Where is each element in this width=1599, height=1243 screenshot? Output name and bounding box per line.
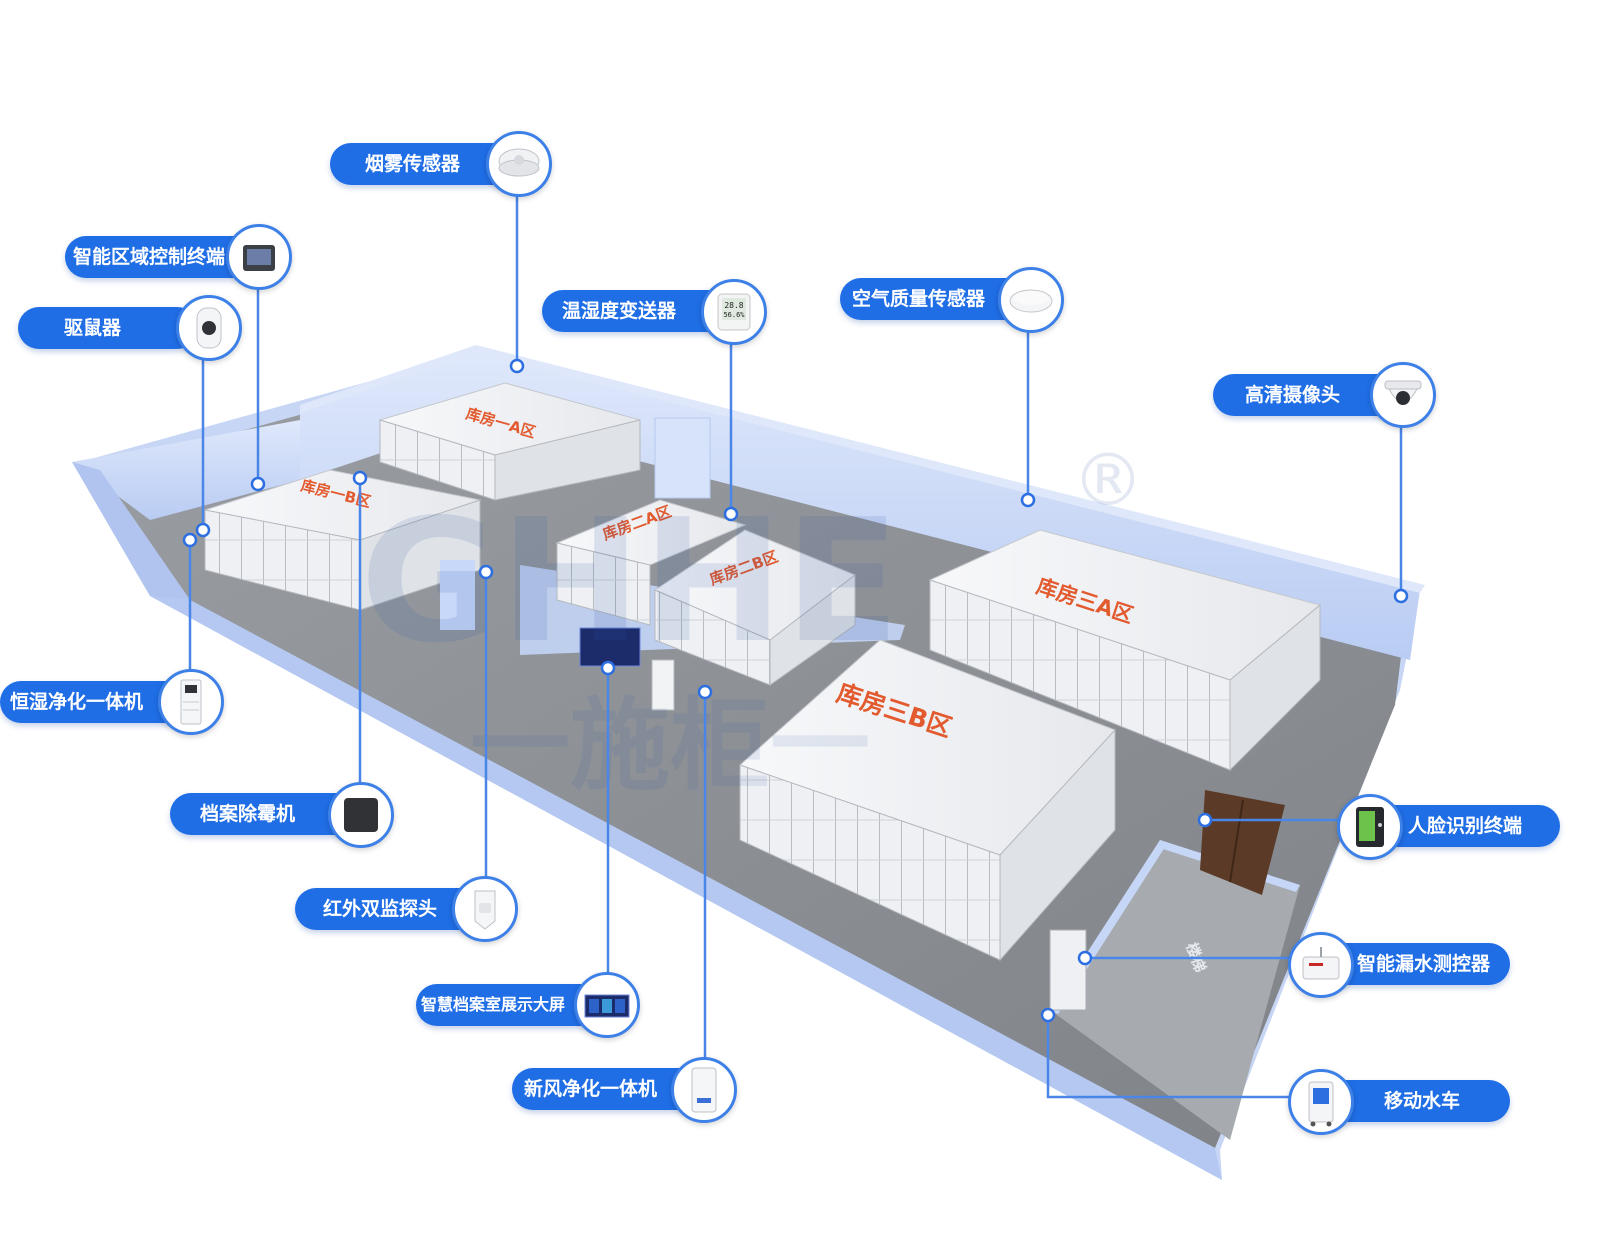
- callout-dots: [182, 358, 1409, 1023]
- fresh-air-purifier-icon: [671, 1057, 737, 1123]
- water-cart-icon: [1288, 1069, 1354, 1135]
- air-quality-sensor-icon: [998, 267, 1064, 333]
- back-wall-left: [72, 420, 300, 520]
- zone-control-terminal-callout[interactable]: 智能区域控制终端: [65, 236, 255, 278]
- hd-camera-label: 高清摄像头: [1245, 384, 1341, 406]
- brand-watermark-cn: 一施柜一: [470, 687, 870, 804]
- fresh-air-purifier-callout[interactable]: 新风净化一体机: [512, 1068, 702, 1110]
- wooden-door: [1200, 790, 1285, 895]
- fresh-air-purifier-label: 新风净化一体机: [524, 1078, 658, 1100]
- mold-remover-icon: [328, 782, 394, 848]
- mold-remover-label: 档案除霉机: [200, 803, 296, 825]
- zone-control-terminal-label: 智能区域控制终端: [73, 246, 226, 268]
- rodent-repeller-icon: [176, 295, 242, 361]
- brand-watermark: GHHE: [360, 483, 900, 681]
- shelf-zone-3a: [928, 529, 1322, 772]
- thermo-hygrometer-icon: 28.8 56.6%: [701, 279, 767, 345]
- front-wall: [150, 596, 1222, 1180]
- thermo-temp-readout: 28.8: [724, 301, 743, 310]
- display-screen-icon: [574, 972, 640, 1038]
- registered-mark: ®: [1072, 438, 1144, 522]
- callout-lines: [188, 192, 1403, 1099]
- pillar: [654, 417, 711, 499]
- infrared-detector-callout[interactable]: 红外双监探头: [295, 888, 485, 930]
- infrared-detector-icon: [452, 876, 518, 942]
- leak-controller-icon: [1288, 932, 1354, 998]
- smoke-detector-icon: [486, 131, 552, 197]
- humidity-purifier-icon: [158, 669, 224, 735]
- shelf-zone-3b: [739, 639, 1116, 962]
- rodent-repeller-callout[interactable]: 驱鼠器: [18, 307, 198, 349]
- smoke-sensor-label: 烟雾传感器: [365, 153, 461, 175]
- left-wall: [72, 462, 190, 600]
- rodent-repeller-label: 驱鼠器: [64, 317, 122, 339]
- control-terminal-icon: [226, 224, 292, 290]
- shelf-zone-1a: [378, 382, 641, 501]
- temp-humidity-callout[interactable]: 温湿度变送器: [542, 290, 732, 332]
- temp-humidity-label: 温湿度变送器: [562, 300, 677, 322]
- display-screen-unit: [579, 627, 641, 667]
- infrared-detector-label: 红外双监探头: [323, 898, 438, 920]
- display-screen-label: 智慧档案室展示大屏: [421, 995, 566, 1014]
- water-cart-label: 移动水车: [1384, 1090, 1461, 1112]
- hd-camera-callout[interactable]: 高清摄像头: [1213, 374, 1403, 416]
- humidity-purifier-label: 恒湿净化一体机: [10, 691, 144, 713]
- dome-camera-icon: [1370, 362, 1436, 428]
- face-recognition-icon: [1337, 794, 1403, 860]
- leak-controller-label: 智能漏水测控器: [1357, 953, 1491, 975]
- back-wall-top: [300, 345, 1425, 593]
- pillar: [440, 560, 475, 630]
- air-quality-label: 空气质量传感器: [852, 288, 986, 310]
- shelf-zone-2b: [653, 529, 856, 686]
- shelf-zone-2a: [555, 499, 747, 626]
- mobile-water-cart-unit: [1049, 929, 1087, 1011]
- shelf-zone-1b: [204, 469, 482, 611]
- face-terminal-label: 人脸识别终端: [1408, 815, 1523, 837]
- fresh-air-unit: [651, 659, 675, 711]
- thermo-humidity-readout: 56.6%: [723, 311, 745, 319]
